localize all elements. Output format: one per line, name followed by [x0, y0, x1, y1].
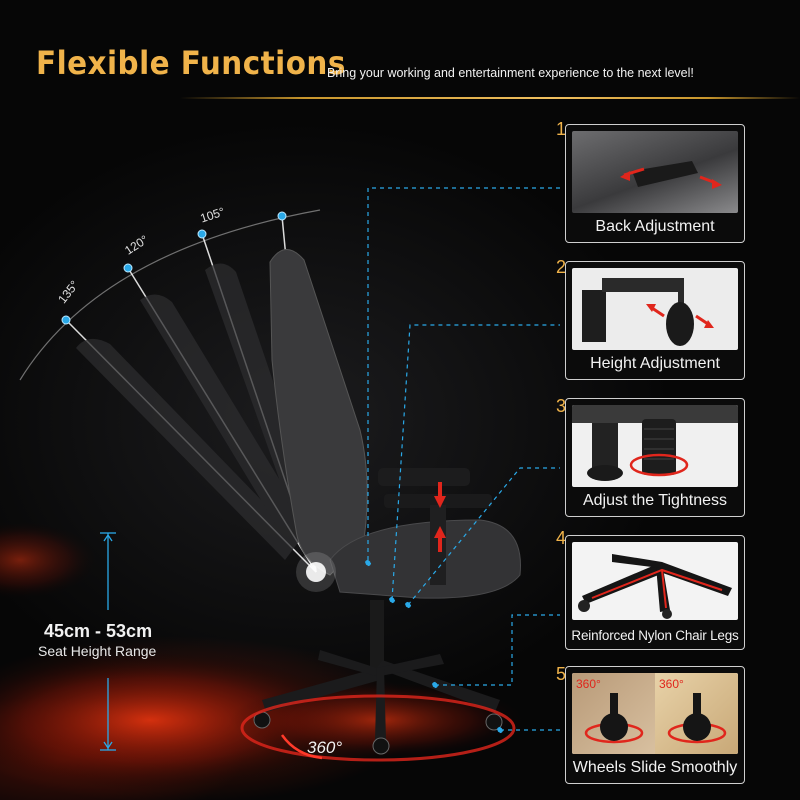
feature-number-2: 2: [556, 257, 567, 277]
feature-number-1: 1: [556, 119, 567, 139]
rotation-ring: [240, 694, 516, 762]
wheel-icon-right: [667, 693, 727, 744]
back-adjustment-photo: [572, 131, 738, 213]
feature-panel-height-adjustment: Height Adjustment: [565, 261, 745, 380]
chair-base-icon: [578, 554, 732, 619]
tightness-photo: [572, 405, 738, 487]
height-adjustment-photo: [572, 268, 738, 350]
chair-seat: [329, 519, 521, 599]
wheel-photo-floor: 360°: [655, 673, 738, 754]
wheel-icon-left: [584, 693, 644, 744]
tension-knob-icon: [572, 405, 738, 481]
chair-base: [262, 650, 500, 740]
feature-panel-tightness: Adjust the Tightness: [565, 398, 745, 517]
caster-wheels: [253, 711, 503, 755]
leader-lines: [364, 187, 560, 734]
chair-armrest-top: [378, 468, 470, 486]
title-divider: [180, 97, 800, 99]
seat-height-range: 45cm - 53cm: [44, 621, 153, 641]
feature-label-wheels: Wheels Slide Smoothly: [572, 759, 738, 776]
feature-label-chair-legs: Reinforced Nylon Chair Legs: [571, 628, 739, 643]
feature-panel-wheels: 360° 360° Wheels Slide Smoothly: [565, 666, 745, 784]
page-subtitle: Bring your working and entertainment exp…: [327, 66, 694, 80]
feature-label-height-adjustment: Height Adjustment: [590, 355, 720, 372]
chair-legs-photo: [572, 542, 738, 620]
recline-markers: [61, 211, 287, 325]
armrest-arrow-icons: [434, 482, 446, 552]
rotation-arrow: [280, 734, 323, 760]
feature-panel-back-adjustment: Back Adjustment: [565, 124, 745, 243]
feature-label-tightness: Adjust the Tightness: [582, 492, 728, 509]
feature-number-4: 4: [556, 528, 567, 548]
wheel-badge-right: 360°: [659, 677, 684, 691]
lava-glow: [0, 650, 360, 790]
lava-glow-left: [0, 520, 100, 600]
wheel-badge-left: 360°: [576, 677, 601, 691]
pivot-point: [306, 562, 326, 582]
seat-height-caption: Seat Height Range: [38, 643, 157, 659]
rotation-label: 360°: [307, 738, 343, 757]
recline-arc: [19, 209, 321, 381]
feature-number-5: 5: [556, 664, 567, 684]
height-measure: [100, 532, 116, 751]
feature-panel-chair-legs: Reinforced Nylon Chair Legs: [565, 535, 745, 650]
gas-lift: [370, 600, 384, 670]
feature-label-back-adjustment: Back Adjustment: [595, 218, 715, 235]
feature-number-3: 3: [556, 396, 567, 416]
wheel-photo-carpet: 360°: [572, 673, 655, 754]
lever-icon: [620, 161, 722, 189]
wheels-photo: 360° 360°: [572, 673, 738, 754]
chair-backrest: [269, 249, 368, 576]
page-title: Flexible Functions: [36, 44, 346, 82]
height-lever-icon: [582, 278, 714, 346]
